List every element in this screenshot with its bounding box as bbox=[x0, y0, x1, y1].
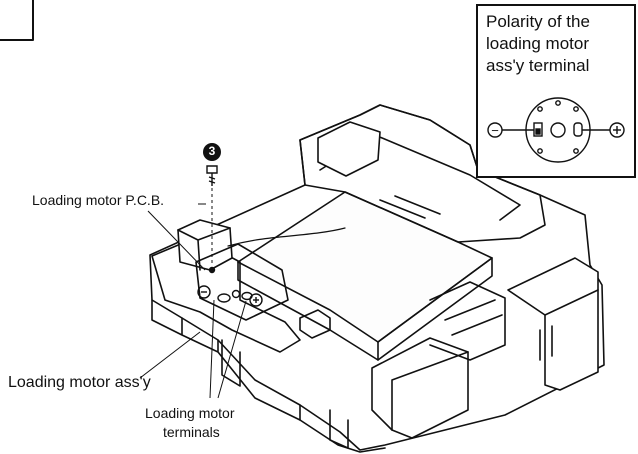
wire-lead bbox=[227, 227, 346, 247]
minus-terminal-icon bbox=[197, 285, 211, 299]
plus-polarity-symbol: + bbox=[617, 103, 618, 105]
terminals-label-line1: Loading motor bbox=[145, 405, 235, 421]
screw-hole-icon bbox=[208, 266, 216, 274]
step-number: 3 bbox=[208, 144, 216, 158]
terminal-hole-icon bbox=[231, 289, 241, 299]
front-right-block-edge bbox=[391, 351, 469, 431]
terminals-leader-left bbox=[209, 299, 215, 399]
rear-tab bbox=[317, 121, 381, 177]
pcb-label: Loading motor P.C.B. bbox=[32, 192, 165, 208]
motor-housing bbox=[177, 219, 233, 271]
rear-housing bbox=[299, 104, 546, 243]
pcb-leader bbox=[147, 210, 206, 271]
motor-assy-label: Loading motor ass'y bbox=[8, 374, 151, 391]
leader-lines bbox=[139, 203, 247, 399]
mid-structure bbox=[429, 281, 506, 361]
right-block bbox=[507, 257, 599, 391]
inset-line-3: ass'y terminal bbox=[486, 56, 590, 75]
step-number-badge-icon bbox=[203, 143, 221, 161]
right-block-edge bbox=[544, 289, 599, 316]
inset-line-1: Polarity of the bbox=[486, 12, 590, 31]
motor-assy-leader bbox=[139, 331, 201, 379]
terminal-symbols bbox=[197, 266, 263, 307]
side-slot bbox=[539, 325, 553, 361]
front-foot bbox=[329, 409, 349, 449]
small-clip bbox=[299, 309, 331, 339]
front-skirt-lower bbox=[299, 419, 386, 453]
inset-line-2: loading motor bbox=[486, 34, 590, 53]
terminal-hole-icon bbox=[217, 293, 231, 303]
minus-polarity-symbol: − bbox=[491, 123, 499, 138]
plus-pin-icon bbox=[573, 122, 583, 137]
tray-right-face bbox=[377, 257, 493, 361]
motor-connector-icon: − + bbox=[487, 97, 625, 163]
left-foot bbox=[221, 339, 241, 387]
front-skirt bbox=[151, 299, 301, 421]
center-shaft-icon bbox=[550, 122, 566, 138]
plus-terminal-icon bbox=[249, 293, 263, 307]
plus-polarity-icon bbox=[609, 122, 625, 138]
front-right-block bbox=[371, 337, 469, 439]
screw-icon bbox=[206, 165, 218, 266]
terminals-leader-right bbox=[217, 300, 247, 399]
frame-corner-icon bbox=[0, 0, 34, 41]
rear-slot bbox=[379, 195, 441, 219]
terminals-label-line2: terminals bbox=[163, 424, 220, 440]
minus-polarity-icon bbox=[487, 122, 503, 138]
mid-structure-lines bbox=[444, 299, 503, 336]
polarity-inset: Polarity of the loading motor ass'y term… bbox=[476, 4, 636, 178]
